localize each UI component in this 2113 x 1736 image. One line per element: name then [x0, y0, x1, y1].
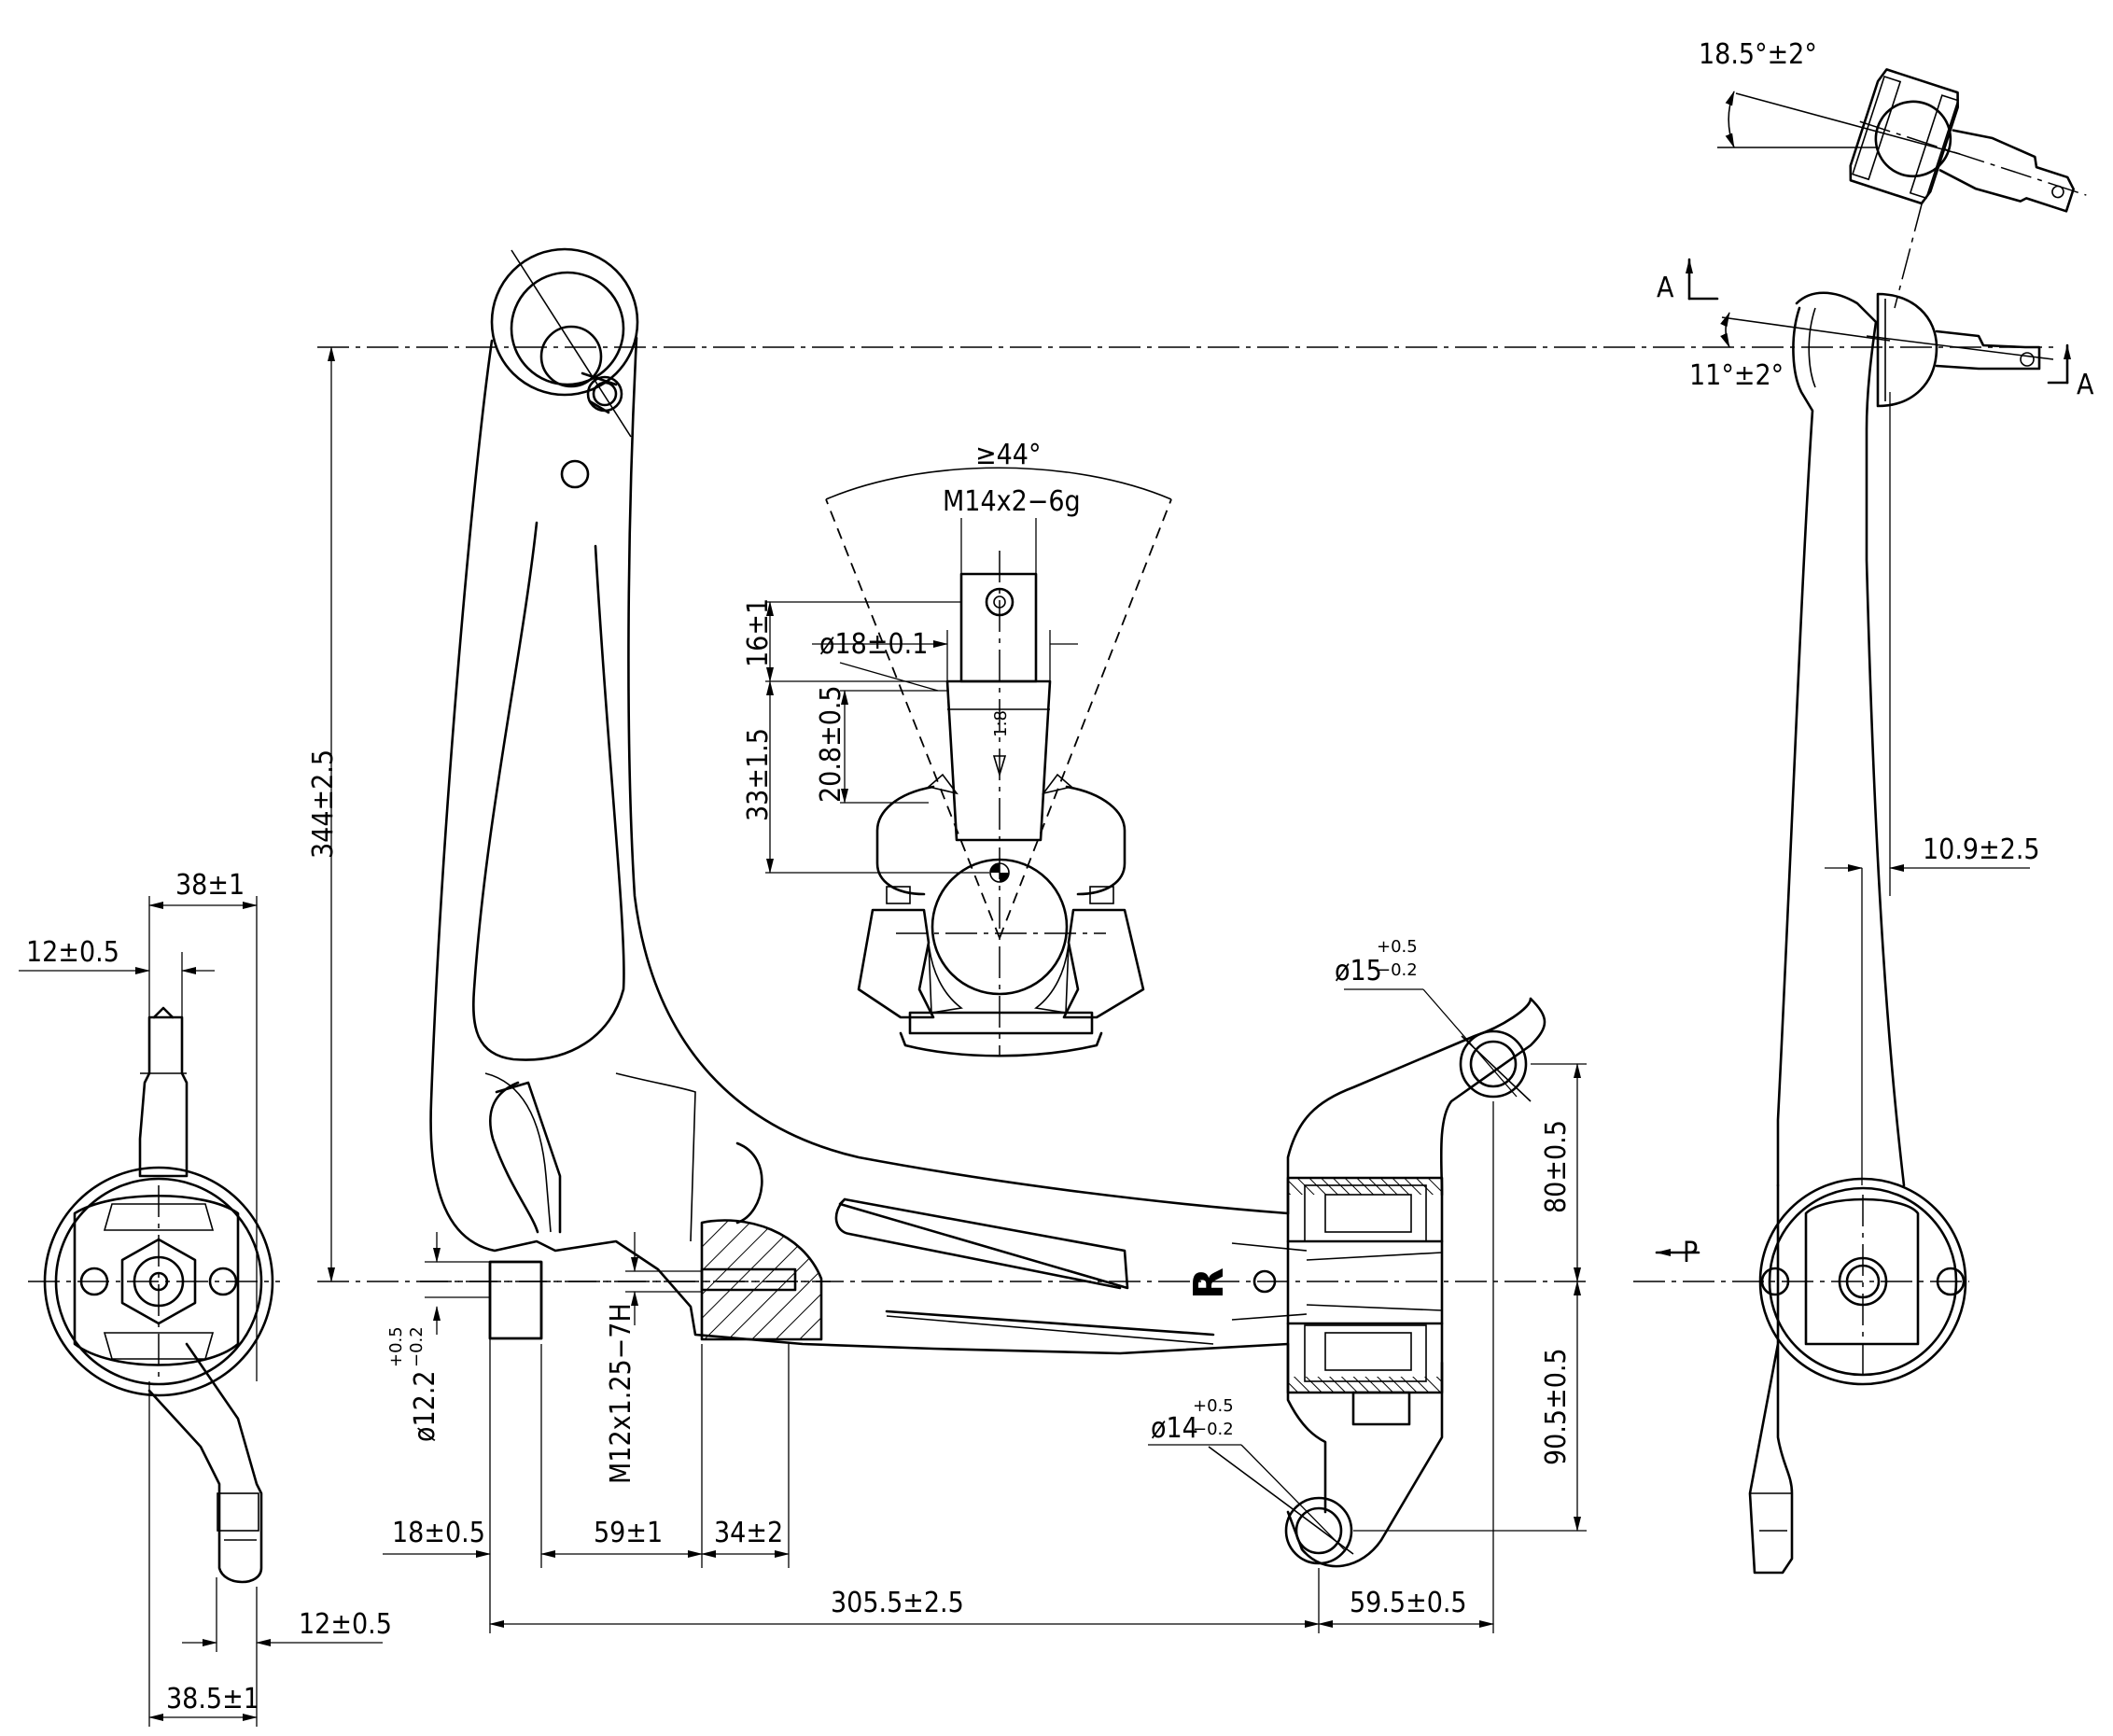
- taper-label: 1:8: [991, 710, 1011, 737]
- dim-dia-14-upper: +0.5: [1193, 1396, 1234, 1416]
- dim-34: 34±2: [714, 1517, 783, 1549]
- dim-height-total: 344±2.5: [307, 749, 340, 859]
- angle-11: 11°±2°: [1689, 359, 1784, 392]
- dim-dia-14: ø14: [1151, 1412, 1198, 1445]
- part-mark-r: R: [1185, 1267, 1233, 1299]
- ball-joint-section-detail: 1:8: [825, 467, 1172, 1057]
- dim-12-bottom: 12±0.5: [299, 1608, 392, 1641]
- dim-38-5: 38.5±1: [166, 1683, 259, 1715]
- dimension-lines: [19, 346, 2030, 1727]
- dim-dia-15-lower: −0.2: [1377, 960, 1418, 980]
- dim-12-top: 12±0.5: [26, 936, 119, 969]
- dim-dia-14-lower: −0.2: [1193, 1420, 1234, 1439]
- control-arm-front-view: R: [420, 247, 1546, 1568]
- ball-len-16: 16±1: [742, 598, 775, 667]
- dim-80: 80±0.5: [1540, 1120, 1573, 1213]
- left-end-view: [43, 1006, 274, 1584]
- dim-10-9: 10.9±2.5: [1923, 833, 2040, 866]
- upper-boss-outline: [490, 247, 639, 397]
- dim-305: 305.5±2.5: [831, 1587, 964, 1619]
- dim-dia-15-upper: +0.5: [1377, 937, 1418, 957]
- dim-thread-m12: M12x1.25−7H: [605, 1303, 637, 1484]
- ball-len-33: 33±1.5: [742, 728, 775, 821]
- section-a-right: A: [2077, 369, 2094, 401]
- dim-59: 59±1: [594, 1517, 663, 1549]
- ball-len-20-8: 20.8±0.5: [815, 685, 847, 803]
- ball-angle: ≥44°: [975, 439, 1041, 471]
- dim-dia-12-2-upper: +0.5: [386, 1326, 406, 1367]
- ball-dia-18: ø18±0.1: [819, 628, 928, 661]
- dim-dia-15: ø15: [1335, 955, 1382, 987]
- view-p-label: P: [1683, 1237, 1698, 1269]
- dimension-labels: 344±2.5 38±1 12±0.5 12±0.5 38.5±1 ø12.2 …: [26, 38, 2094, 1715]
- dim-dia-12-2-lower: −0.2: [407, 1326, 427, 1367]
- dim-dia-12-2: ø12.2: [409, 1370, 441, 1442]
- section-a-left: A: [1657, 272, 1674, 304]
- right-side-view: [1748, 291, 2054, 1575]
- ball-thread: M14x2−6g: [943, 485, 1081, 518]
- section-a-a-detail: [1849, 68, 2087, 213]
- angle-18-5: 18.5°±2°: [1699, 38, 1817, 71]
- dim-38: 38±1: [175, 869, 245, 902]
- dim-59-5: 59.5±0.5: [1350, 1587, 1467, 1619]
- dim-90-5: 90.5±0.5: [1540, 1348, 1573, 1465]
- dim-18: 18±0.5: [392, 1517, 485, 1549]
